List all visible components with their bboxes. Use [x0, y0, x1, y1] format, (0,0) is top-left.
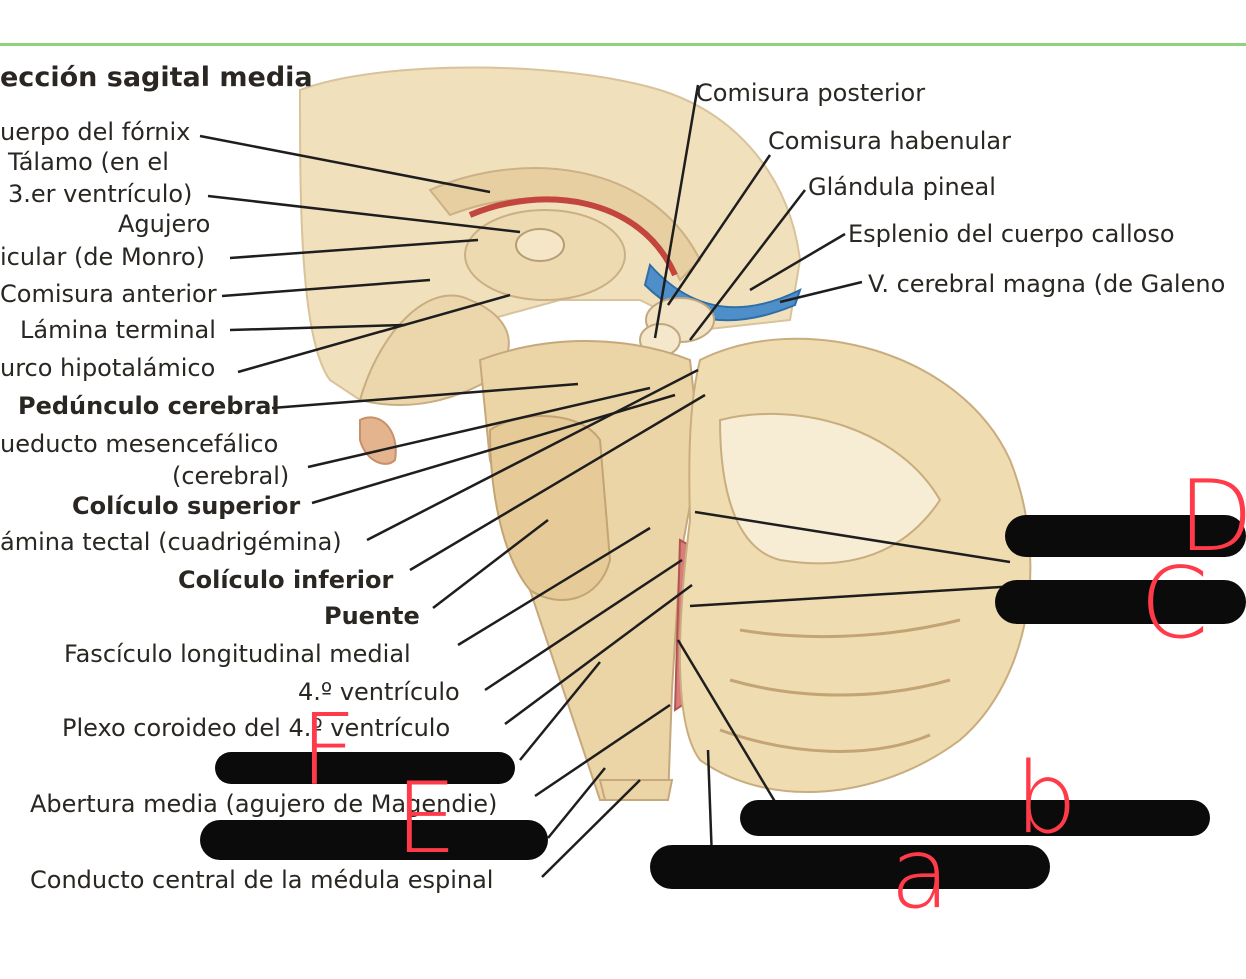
label-lamina-tectal: ámina tectal (cuadrigémina)	[0, 528, 342, 556]
handwritten-E: E	[395, 762, 457, 876]
label-talamo-2: 3.er ventrículo)	[8, 180, 193, 208]
handwritten-D: D	[1178, 460, 1246, 574]
redaction-C	[995, 580, 1246, 624]
label-agujero-2: icular (de Monro)	[0, 243, 205, 271]
label-plexo-coroideo: Plexo coroideo del 4.º ventrículo	[62, 714, 451, 742]
redaction-b	[740, 800, 1210, 836]
label-coliculo-inferior: Colículo inferior	[178, 566, 394, 594]
label-acueducto-1: ueducto mesencefálico	[0, 430, 279, 458]
label-glandula-pineal: Glándula pineal	[808, 173, 996, 201]
label-fasciculo: Fascículo longitudinal medial	[64, 640, 411, 668]
handwritten-a: a	[890, 817, 951, 931]
label-agujero-1: Agujero	[118, 210, 211, 238]
label-comisura-posterior: Comisura posterior	[696, 79, 926, 107]
label-talamo-1: Tálamo (en el	[8, 148, 169, 176]
leader-lines	[199, 84, 1051, 878]
label-acueducto-2: (cerebral)	[172, 462, 290, 490]
label-coliculo-superior: Colículo superior	[72, 492, 301, 520]
redaction-E	[200, 820, 548, 860]
label-cuerpo-fornix: uerpo del fórnix	[0, 118, 191, 146]
label-lamina-terminal: Lámina terminal	[20, 316, 216, 344]
interthalamic-adhesion	[515, 228, 565, 262]
hypothalamus	[358, 294, 510, 406]
choroid-vessel	[468, 196, 678, 277]
label-comisura-anterior: Comisura anterior	[0, 280, 217, 308]
cerebellum	[679, 337, 1032, 793]
label-pedunculo-cerebral: Pedúnculo cerebral	[18, 392, 280, 420]
spinal-cord	[598, 779, 674, 801]
arbor-vitae	[718, 413, 942, 565]
label-surco-hipotalamico: urco hipotalámico	[0, 354, 216, 382]
redaction-F	[215, 752, 515, 784]
label-puente: Puente	[324, 602, 420, 630]
folia	[719, 618, 961, 753]
redaction-a	[650, 845, 1050, 889]
handwritten-F: F	[300, 694, 357, 808]
figure-title: ección sagital media	[0, 62, 313, 93]
handwritten-b: b	[1015, 742, 1078, 856]
handwritten-C: C	[1140, 547, 1209, 661]
top-rule	[0, 43, 1246, 46]
pituitary	[359, 416, 397, 465]
redaction-D	[1005, 515, 1246, 557]
label-cuarto-ventriculo: 4.º ventrículo	[298, 678, 460, 706]
label-conducto-central: Conducto central de la médula espinal	[30, 866, 494, 894]
label-esplenio: Esplenio del cuerpo calloso	[848, 220, 1175, 248]
label-abertura-media: Abertura media (agujero de Magendie)	[30, 790, 498, 818]
label-vena-galeno: V. cerebral magna (de Galeno	[868, 270, 1226, 298]
label-comisura-habenular: Comisura habenular	[768, 127, 1011, 155]
